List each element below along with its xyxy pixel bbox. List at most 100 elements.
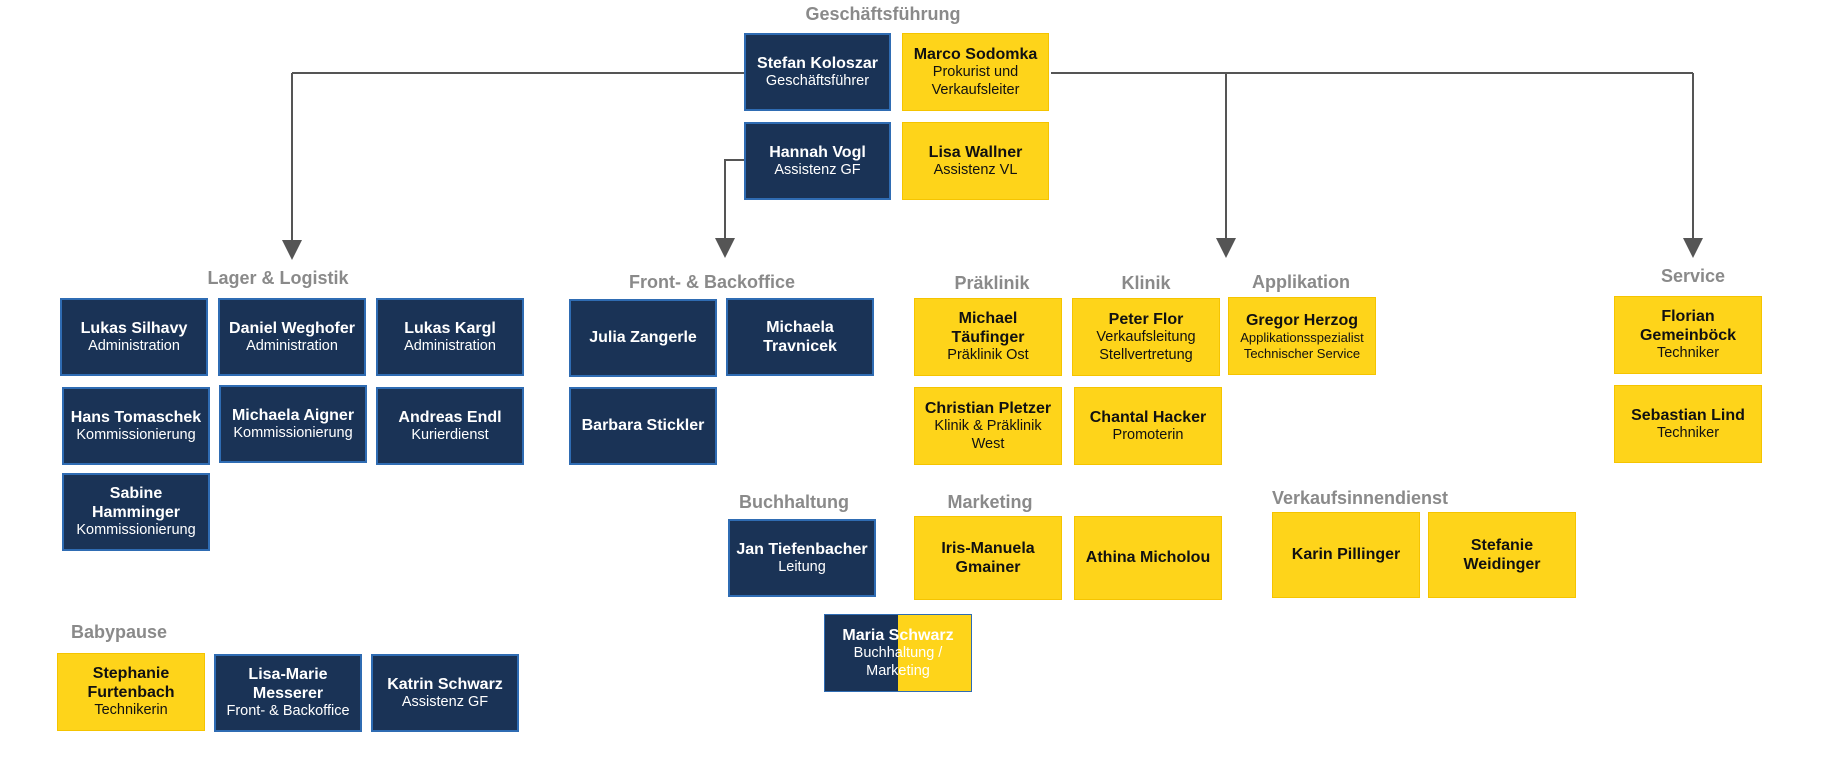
card-sebastian-lind: Sebastian Lind Techniker — [1614, 385, 1762, 463]
person-name: Florian — [1661, 308, 1715, 326]
label-babypause: Babypause — [70, 622, 168, 642]
person-name: Stefan Koloszar — [757, 54, 878, 72]
person-role: Kommissionierung — [76, 426, 196, 443]
person-name: Stefanie — [1470, 536, 1534, 554]
person-name: Weidinger — [1463, 556, 1541, 573]
card-michaela-travnicek: Michaela Travnicek — [726, 298, 874, 376]
person-role: Verkaufsleiter — [931, 81, 1020, 98]
person-name: Chantal Hacker — [1089, 408, 1207, 426]
card-michaela-aigner: Michaela Aigner Kommissionierung — [219, 385, 367, 463]
card-hannah-vogl: Hannah Vogl Assistenz GF — [744, 122, 891, 200]
person-name: Täufinger — [951, 329, 1025, 347]
person-role: Assistenz GF — [401, 693, 489, 710]
label-lager-logistik: Lager & Logistik — [207, 268, 349, 288]
card-stephanie-furtenbach: Stephanie Furtenbach Technikerin — [57, 653, 205, 731]
person-role: Kommissionierung — [76, 522, 196, 539]
person-role: Kurierdienst — [411, 426, 489, 443]
card-daniel-weghofer: Daniel Weghofer Administration — [218, 298, 366, 376]
person-name: Hannah Vogl — [769, 143, 866, 161]
person-name: Andreas Endl — [398, 408, 502, 426]
card-katrin-schwarz: Katrin Schwarz Assistenz GF — [371, 654, 519, 732]
person-name: Maria Schwarz — [842, 627, 954, 645]
card-florian-gemeinboeck: Florian Gemeinböck Techniker — [1614, 296, 1762, 374]
person-role: Technikerin — [94, 702, 168, 719]
person-name: Hans Tomaschek — [70, 408, 202, 426]
card-christian-pletzer: Christian Pletzer Klinik & Präklinik Wes… — [914, 387, 1062, 465]
person-name: Christian Pletzer — [924, 400, 1052, 418]
card-stefan-koloszar: Stefan Koloszar Geschäftsführer — [744, 33, 891, 111]
card-stefanie-weidinger: Stefanie Weidinger — [1428, 512, 1576, 598]
card-barbara-stickler: Barbara Stickler — [569, 387, 717, 465]
label-verkaufsinnendienst: Verkaufsinnendienst — [1271, 488, 1449, 508]
card-julia-zangerle: Julia Zangerle — [569, 299, 717, 377]
arrow-to-front-office — [715, 159, 744, 258]
card-marco-sodomka: Marco Sodomka Prokurist und Verkaufsleit… — [902, 33, 1049, 111]
person-role: Leitung — [778, 558, 826, 575]
card-gregor-herzog: Gregor Herzog Applikationsspezialist Tec… — [1228, 297, 1376, 375]
person-role: Applikationsspezialist — [1240, 330, 1364, 345]
person-role: Technischer Service — [1243, 345, 1361, 361]
card-lukas-kargl: Lukas Kargl Administration — [376, 298, 524, 376]
person-role: Kommissionierung — [233, 424, 353, 441]
person-name: Lisa-Marie — [248, 666, 328, 684]
person-role: Assistenz VL — [933, 161, 1018, 178]
card-michael-taeufinger: Michael Täufinger Präklinik Ost — [914, 298, 1062, 376]
card-iris-manuela-gmainer: Iris-Manuela Gmainer — [914, 516, 1062, 600]
person-name: Iris-Manuela — [941, 539, 1035, 557]
label-klinik: Klinik — [1121, 273, 1171, 293]
person-role: Assistenz GF — [774, 161, 861, 178]
card-athina-micholou: Athina Micholou — [1074, 516, 1222, 600]
person-name: Sebastian Lind — [1631, 406, 1745, 424]
card-hans-tomaschek: Hans Tomaschek Kommissionierung — [62, 387, 210, 465]
person-role: Geschäftsführer — [765, 72, 870, 89]
person-name: Peter Flor — [1108, 311, 1184, 329]
card-lisa-marie-messerer: Lisa-Marie Messerer Front- & Backoffice — [214, 654, 362, 732]
person-name: Gregor Herzog — [1245, 311, 1358, 329]
card-sabine-hamminger: Sabine Hamminger Kommissionierung — [62, 473, 210, 551]
person-role: Promoterin — [1112, 426, 1184, 443]
person-name: Messerer — [252, 685, 324, 703]
card-jan-tiefenbacher: Jan Tiefenbacher Leitung — [728, 519, 876, 597]
person-name: Sabine Hamminger — [91, 485, 181, 522]
person-role: Marketing — [866, 662, 930, 679]
person-name: Jan Tiefenbacher — [736, 540, 868, 558]
label-front-backoffice: Front- & Backoffice — [628, 272, 796, 292]
person-name: Furtenbach — [87, 684, 175, 702]
person-role: Administration — [246, 337, 338, 354]
person-name: Katrin Schwarz — [387, 675, 503, 693]
label-praeklinik: Präklinik — [954, 273, 1030, 293]
person-name: Michael — [958, 310, 1018, 328]
label-marketing: Marketing — [947, 492, 1033, 512]
person-name: Gmainer — [955, 559, 1021, 576]
person-name: Daniel Weghofer — [229, 319, 355, 337]
person-name: Athina Micholou — [1085, 549, 1211, 567]
person-name: Lukas Silhavy — [80, 319, 188, 337]
person-role: Techniker — [1656, 424, 1720, 441]
label-service: Service — [1660, 266, 1726, 286]
person-name: Travnicek — [763, 338, 837, 355]
card-maria-schwarz: Maria Schwarz Buchhaltung / Marketing — [824, 614, 972, 692]
label-geschaeftsfuehrung: Geschäftsführung — [805, 4, 961, 24]
person-role: Techniker — [1656, 345, 1720, 362]
card-andreas-endl: Andreas Endl Kurierdienst — [376, 387, 524, 465]
person-name: Marco Sodomka — [913, 46, 1038, 64]
person-role: Administration — [88, 337, 180, 354]
person-role: Buchhaltung / — [853, 645, 943, 662]
person-role: Präklinik Ost — [947, 347, 1029, 364]
person-role: West — [971, 435, 1005, 452]
person-name: Karin Pillinger — [1291, 546, 1401, 564]
person-name: Lisa Wallner — [928, 143, 1023, 161]
person-name: Stephanie — [92, 665, 170, 683]
person-name: Michaela Aigner — [231, 406, 355, 424]
label-applikation: Applikation — [1252, 272, 1350, 292]
card-peter-flor: Peter Flor Verkaufsleitung Stellvertretu… — [1072, 298, 1220, 376]
card-lukas-silhavy: Lukas Silhavy Administration — [60, 298, 208, 376]
person-name: Gemeinböck — [1639, 327, 1737, 345]
person-role: Stellvertretung — [1099, 346, 1193, 363]
person-role: Verkaufsleitung — [1096, 329, 1196, 346]
card-chantal-hacker: Chantal Hacker Promoterin — [1074, 387, 1222, 465]
person-name: Lukas Kargl — [404, 319, 496, 337]
person-role: Front- & Backoffice — [226, 703, 350, 720]
person-role: Prokurist und — [932, 64, 1019, 81]
